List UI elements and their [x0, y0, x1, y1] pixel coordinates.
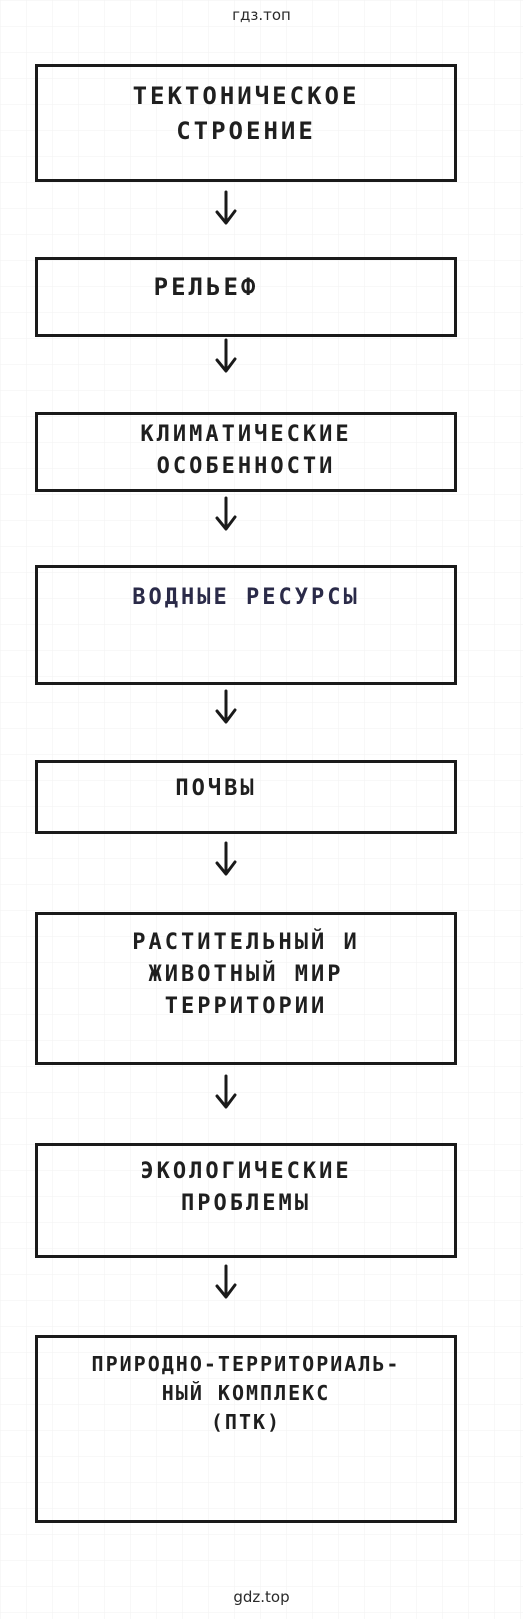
flow-node-water-resources: ВОДНЫЕ РЕСУРСЫ — [35, 565, 457, 685]
down-arrow-icon — [215, 1074, 237, 1109]
down-arrow-icon — [215, 190, 237, 225]
flow-node-label: КЛИМАТИЧЕСКИЕ ОСОБЕННОСТИ — [140, 422, 352, 479]
flow-node-label: ЭКОЛОГИЧЕСКИЕ ПРОБЛЕМЫ — [140, 1159, 352, 1216]
flow-node-climatic-features: КЛИМАТИЧЕСКИЕ ОСОБЕННОСТИ — [35, 412, 457, 492]
watermark-top: гдз.топ — [232, 6, 291, 24]
flow-node-ecological-problems: ЭКОЛОГИЧЕСКИЕ ПРОБЛЕМЫ — [35, 1143, 457, 1258]
flow-node-label: РЕЛЬЕФ — [153, 273, 259, 301]
flow-node-tectonic-structure: ТЕКТОНИЧЕСКОЕ СТРОЕНИЕ — [35, 64, 457, 182]
watermark-bottom: gdz.top — [233, 1588, 290, 1606]
flow-node-label: ПРИРОДНО-ТЕРРИТОРИАЛЬ- НЫЙ КОМПЛЕКС (ПТК… — [91, 1352, 401, 1434]
flow-node-flora-fauna: РАСТИТЕЛЬНЫЙ И ЖИВОТНЫЙ МИР ТЕРРИТОРИИ — [35, 912, 457, 1065]
down-arrow-icon — [215, 496, 237, 531]
flow-node-ptk: ПРИРОДНО-ТЕРРИТОРИАЛЬ- НЫЙ КОМПЛЕКС (ПТК… — [35, 1335, 457, 1523]
down-arrow-icon — [215, 841, 237, 876]
down-arrow-icon — [215, 689, 237, 724]
flow-node-label: РАСТИТЕЛЬНЫЙ И ЖИВОТНЫЙ МИР ТЕРРИТОРИИ — [132, 930, 360, 1019]
flow-node-label: ВОДНЫЕ РЕСУРСЫ — [132, 585, 360, 610]
flow-node-soils: ПОЧВЫ — [35, 760, 457, 834]
flow-node-relief: РЕЛЬЕФ — [35, 257, 457, 337]
flow-node-label: ПОЧВЫ — [175, 776, 257, 801]
down-arrow-icon — [215, 338, 237, 373]
flow-node-label: ТЕКТОНИЧЕСКОЕ СТРОЕНИЕ — [132, 82, 360, 145]
down-arrow-icon — [215, 1264, 237, 1299]
